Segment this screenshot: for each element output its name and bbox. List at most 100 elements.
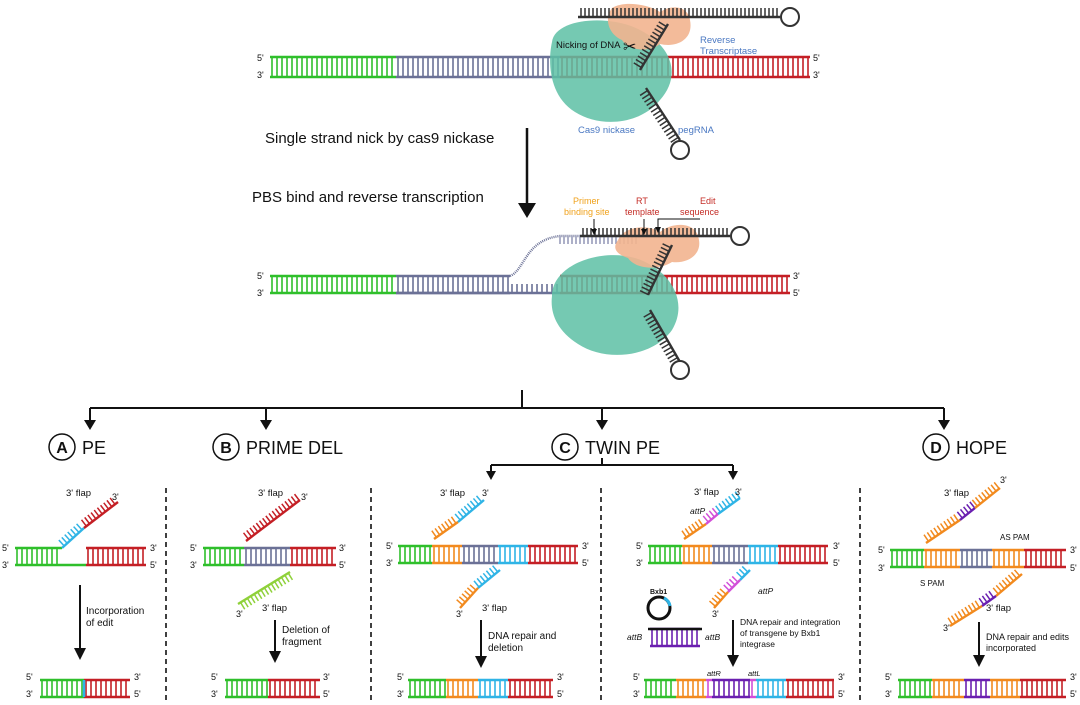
b-flap-top	[242, 493, 301, 542]
panel-c-right-attp-bottom: attP	[758, 586, 773, 596]
mid-3prime-left: 3'	[257, 288, 264, 298]
panel-b-flap-bottom: 3' flap	[262, 603, 287, 614]
d-flap-top-orange	[923, 514, 961, 544]
cl-seg-green	[398, 544, 432, 565]
panel-c-right-bottom-3r: 3'	[838, 672, 845, 682]
panel-d-3r: 3'	[1070, 545, 1077, 555]
panel-c-left-5l: 5'	[386, 541, 393, 551]
a-flap-cyan	[58, 523, 85, 549]
panel-c-letter: C	[559, 440, 571, 457]
d-final-purple	[964, 678, 990, 699]
d-flap-bot-orange	[992, 569, 1023, 597]
panel-d-5l: 5'	[878, 545, 885, 555]
cr-final-purple	[712, 678, 750, 699]
edit-seq-label-2: sequence	[680, 207, 719, 217]
twin-arrowhead-left	[486, 471, 496, 480]
step2-label: PBS bind and reverse transcription	[252, 189, 484, 206]
peg-mid-scaffold	[580, 228, 730, 238]
cr-flap-bot-orange	[708, 588, 729, 609]
scissors-icon: ✂	[623, 39, 636, 56]
cr-seg-cyan	[748, 544, 778, 565]
cl-flap-top-orange	[431, 516, 459, 540]
cl-final-cyan	[478, 678, 508, 699]
a-seg-red	[86, 546, 146, 567]
cr-flap-bot-magenta	[723, 575, 741, 593]
middle-dna-strands	[270, 234, 790, 295]
attr-label: attR	[707, 669, 721, 678]
panel-d-header: D HOPE	[922, 433, 1007, 461]
cl-flap-bot-cyan	[473, 565, 501, 589]
cl-flap-top-cyan	[454, 495, 485, 523]
panel-d-bottom-5r: 5'	[1070, 689, 1077, 699]
pegrna-mid	[580, 226, 750, 380]
edit-seq-label-1: Edit	[700, 196, 716, 206]
panel-b-5l: 5'	[190, 543, 197, 553]
step1-label: Single strand nick by cas9 nickase	[265, 130, 494, 147]
panel-c-right-5l: 5'	[636, 541, 643, 551]
cl-final-green	[408, 678, 446, 699]
bxb1-plasmid-accent	[663, 596, 672, 607]
a-seg-green	[15, 546, 62, 567]
attl-label: attL	[748, 669, 761, 678]
panel-b-3l: 3'	[190, 560, 197, 570]
panel-a-badge	[48, 433, 76, 461]
top-seg-green	[270, 55, 396, 79]
cr-attb-donor	[650, 627, 700, 648]
panel-a-flap-label: 3' flap	[66, 488, 91, 499]
panel-c-right-bottom-3l: 3'	[633, 689, 640, 699]
rt-label-top-1: Reverse	[700, 35, 735, 46]
panel-b-title: PRIME DEL	[246, 438, 343, 458]
a-final-green	[40, 678, 84, 699]
cl-final-red	[508, 678, 553, 699]
bxb1-label: Bxb1	[650, 589, 667, 596]
top-3prime-left: 3'	[257, 70, 264, 80]
panel-c-left-flap-top-3prime: 3'	[482, 488, 489, 498]
pbs-label-2: binding site	[564, 207, 610, 217]
panel-a-3r: 3'	[150, 543, 157, 553]
rt-label-top-2: Transcriptase	[700, 46, 757, 57]
panel-c-badge	[551, 433, 579, 461]
peg-top-diag2	[639, 87, 682, 143]
top-seg-red-right	[666, 55, 810, 79]
d-seg-orange2	[992, 548, 1024, 569]
panel-b-letter: B	[220, 440, 232, 457]
panel-c-left-flap-bottom-3prime: 3'	[456, 609, 463, 619]
panel-a-title: PE	[82, 438, 106, 458]
rt-template-label-2: template	[625, 207, 660, 217]
panel-c-right-step-2: of transgene by Bxb1	[740, 628, 821, 638]
panel-d-bottom-5l: 5'	[885, 672, 892, 682]
panel-b-step-2: fragment	[282, 637, 322, 648]
main-down-arrowhead	[518, 203, 536, 218]
panel-b-5r: 5'	[339, 560, 346, 570]
panel-a-5r: 5'	[150, 560, 157, 570]
panel-d-title: HOPE	[956, 438, 1007, 458]
panel-d-badge	[922, 433, 950, 461]
panel-c-left-bottom-3l: 3'	[397, 689, 404, 699]
peg-top-loop	[780, 7, 800, 27]
cl-seg-slate	[462, 544, 498, 565]
panel-c-left-flap-top: 3' flap	[440, 488, 465, 499]
panel-c-title: TWIN PE	[585, 438, 660, 458]
panel-a-step-1: Incorporation	[86, 606, 144, 617]
b-seg-red	[290, 546, 336, 567]
attb-left-label: attB	[627, 632, 642, 642]
d-seg-green	[890, 548, 924, 569]
panel-d-3l: 3'	[878, 563, 885, 573]
cl-seg-orange1	[432, 544, 462, 565]
panel-c-right-attp-top: attP	[690, 506, 705, 516]
panel-b-bottom-3l: 3'	[211, 689, 218, 699]
edit-pointer	[655, 218, 700, 233]
mid-5prime-right: 5'	[793, 288, 800, 298]
top-5prime-right: 5'	[813, 53, 820, 63]
d-flap-top-orange2	[971, 481, 1001, 509]
cas9-label-top: Cas9 nickase	[578, 125, 635, 136]
peg-mid-diag1	[639, 243, 674, 296]
panel-c-left-3r: 3'	[582, 541, 589, 551]
peg-mid-loop	[730, 226, 750, 246]
as-pam-label: AS PAM	[1000, 533, 1030, 542]
branch-lines	[89, 390, 945, 422]
panel-b-3r: 3'	[339, 543, 346, 553]
s-pam-label: S PAM	[920, 579, 945, 588]
panel-d-step-1: DNA repair and edits	[986, 632, 1070, 642]
panel-b-arrowhead	[269, 651, 281, 663]
